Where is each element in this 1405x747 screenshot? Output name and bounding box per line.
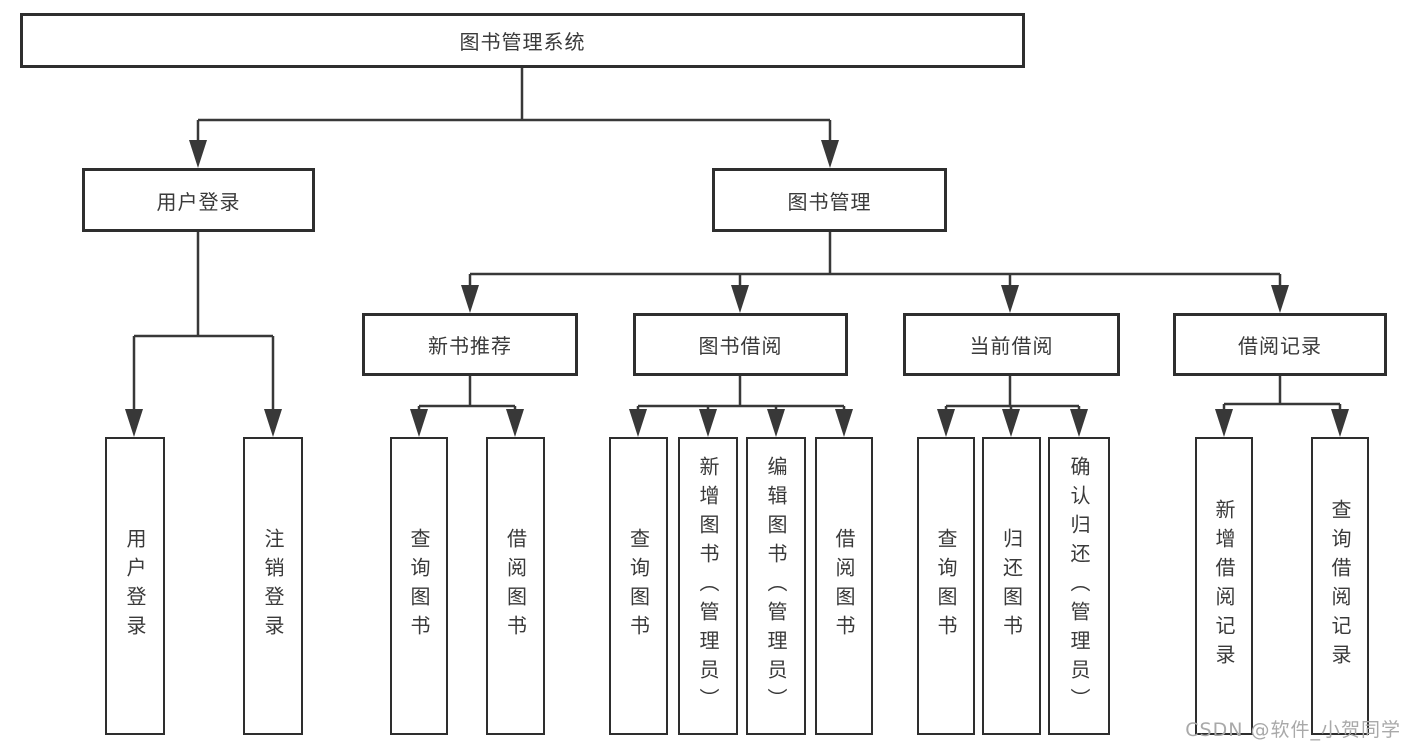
leaf-borrow-books: 借阅图书 (815, 437, 873, 735)
leaf-query-books-borrowing-label: 查询图书 (626, 528, 651, 644)
leaf-return-books: 归还图书 (982, 437, 1041, 735)
leaf-logout: 注销登录 (243, 437, 303, 735)
leaf-borrow-books-label: 借阅图书 (832, 528, 856, 644)
leaf-query-books-current: 查询图书 (917, 437, 975, 735)
node-book-management-label: 图书管理 (787, 189, 872, 214)
arrowheads (125, 140, 1349, 437)
leaf-add-book-admin: 新增图书（管理员） (678, 437, 738, 735)
leaf-query-borrow-record-label: 查询借阅记录 (1328, 499, 1352, 673)
node-root: 图书管理系统 (20, 13, 1025, 68)
leaf-query-books-current-label: 查询图书 (934, 528, 958, 644)
node-book-management: 图书管理 (712, 168, 947, 232)
leaf-user-login-label: 用户登录 (123, 528, 147, 644)
leaf-logout-label: 注销登录 (261, 528, 285, 644)
leaf-query-books-recommend: 查询图书 (390, 437, 448, 735)
leaf-user-login: 用户登录 (105, 437, 165, 735)
node-root-label: 图书管理系统 (459, 30, 586, 54)
node-borrowing-records: 借阅记录 (1173, 313, 1387, 376)
leaf-confirm-return-admin: 确认归还（管理员） (1048, 437, 1110, 735)
node-user-login: 用户登录 (82, 168, 315, 232)
node-new-book-recommend: 新书推荐 (362, 313, 578, 376)
leaf-query-books-recommend-label: 查询图书 (407, 528, 431, 644)
leaf-query-books-borrowing: 查询图书 (609, 437, 668, 735)
leaf-edit-book-admin-label: 编辑图书（管理员） (764, 455, 788, 717)
leaf-confirm-return-admin-label: 确认归还（管理员） (1067, 455, 1091, 717)
leaf-query-borrow-record: 查询借阅记录 (1311, 437, 1369, 735)
leaf-borrow-books-recommend: 借阅图书 (486, 437, 545, 735)
leaf-return-books-label: 归还图书 (999, 528, 1024, 644)
node-borrowing-records-label: 借阅记录 (1238, 334, 1322, 358)
leaf-add-book-admin-label: 新增图书（管理员） (696, 455, 720, 717)
leaf-add-borrow-record-label: 新增借阅记录 (1212, 499, 1236, 673)
node-new-book-recommend-label: 新书推荐 (428, 334, 512, 358)
leaf-add-borrow-record: 新增借阅记录 (1195, 437, 1253, 735)
node-book-borrowing: 图书借阅 (633, 313, 848, 376)
node-current-borrowing-label: 当前借阅 (969, 334, 1054, 358)
leaf-edit-book-admin: 编辑图书（管理员） (746, 437, 806, 735)
node-current-borrowing: 当前借阅 (903, 313, 1120, 376)
node-user-login-label: 用户登录 (156, 189, 241, 214)
node-book-borrowing-label: 图书借阅 (698, 334, 783, 358)
csdn-watermark: CSDN @软件_小贺同学 (1185, 719, 1401, 741)
leaf-borrow-books-recommend-label: 借阅图书 (503, 528, 528, 644)
